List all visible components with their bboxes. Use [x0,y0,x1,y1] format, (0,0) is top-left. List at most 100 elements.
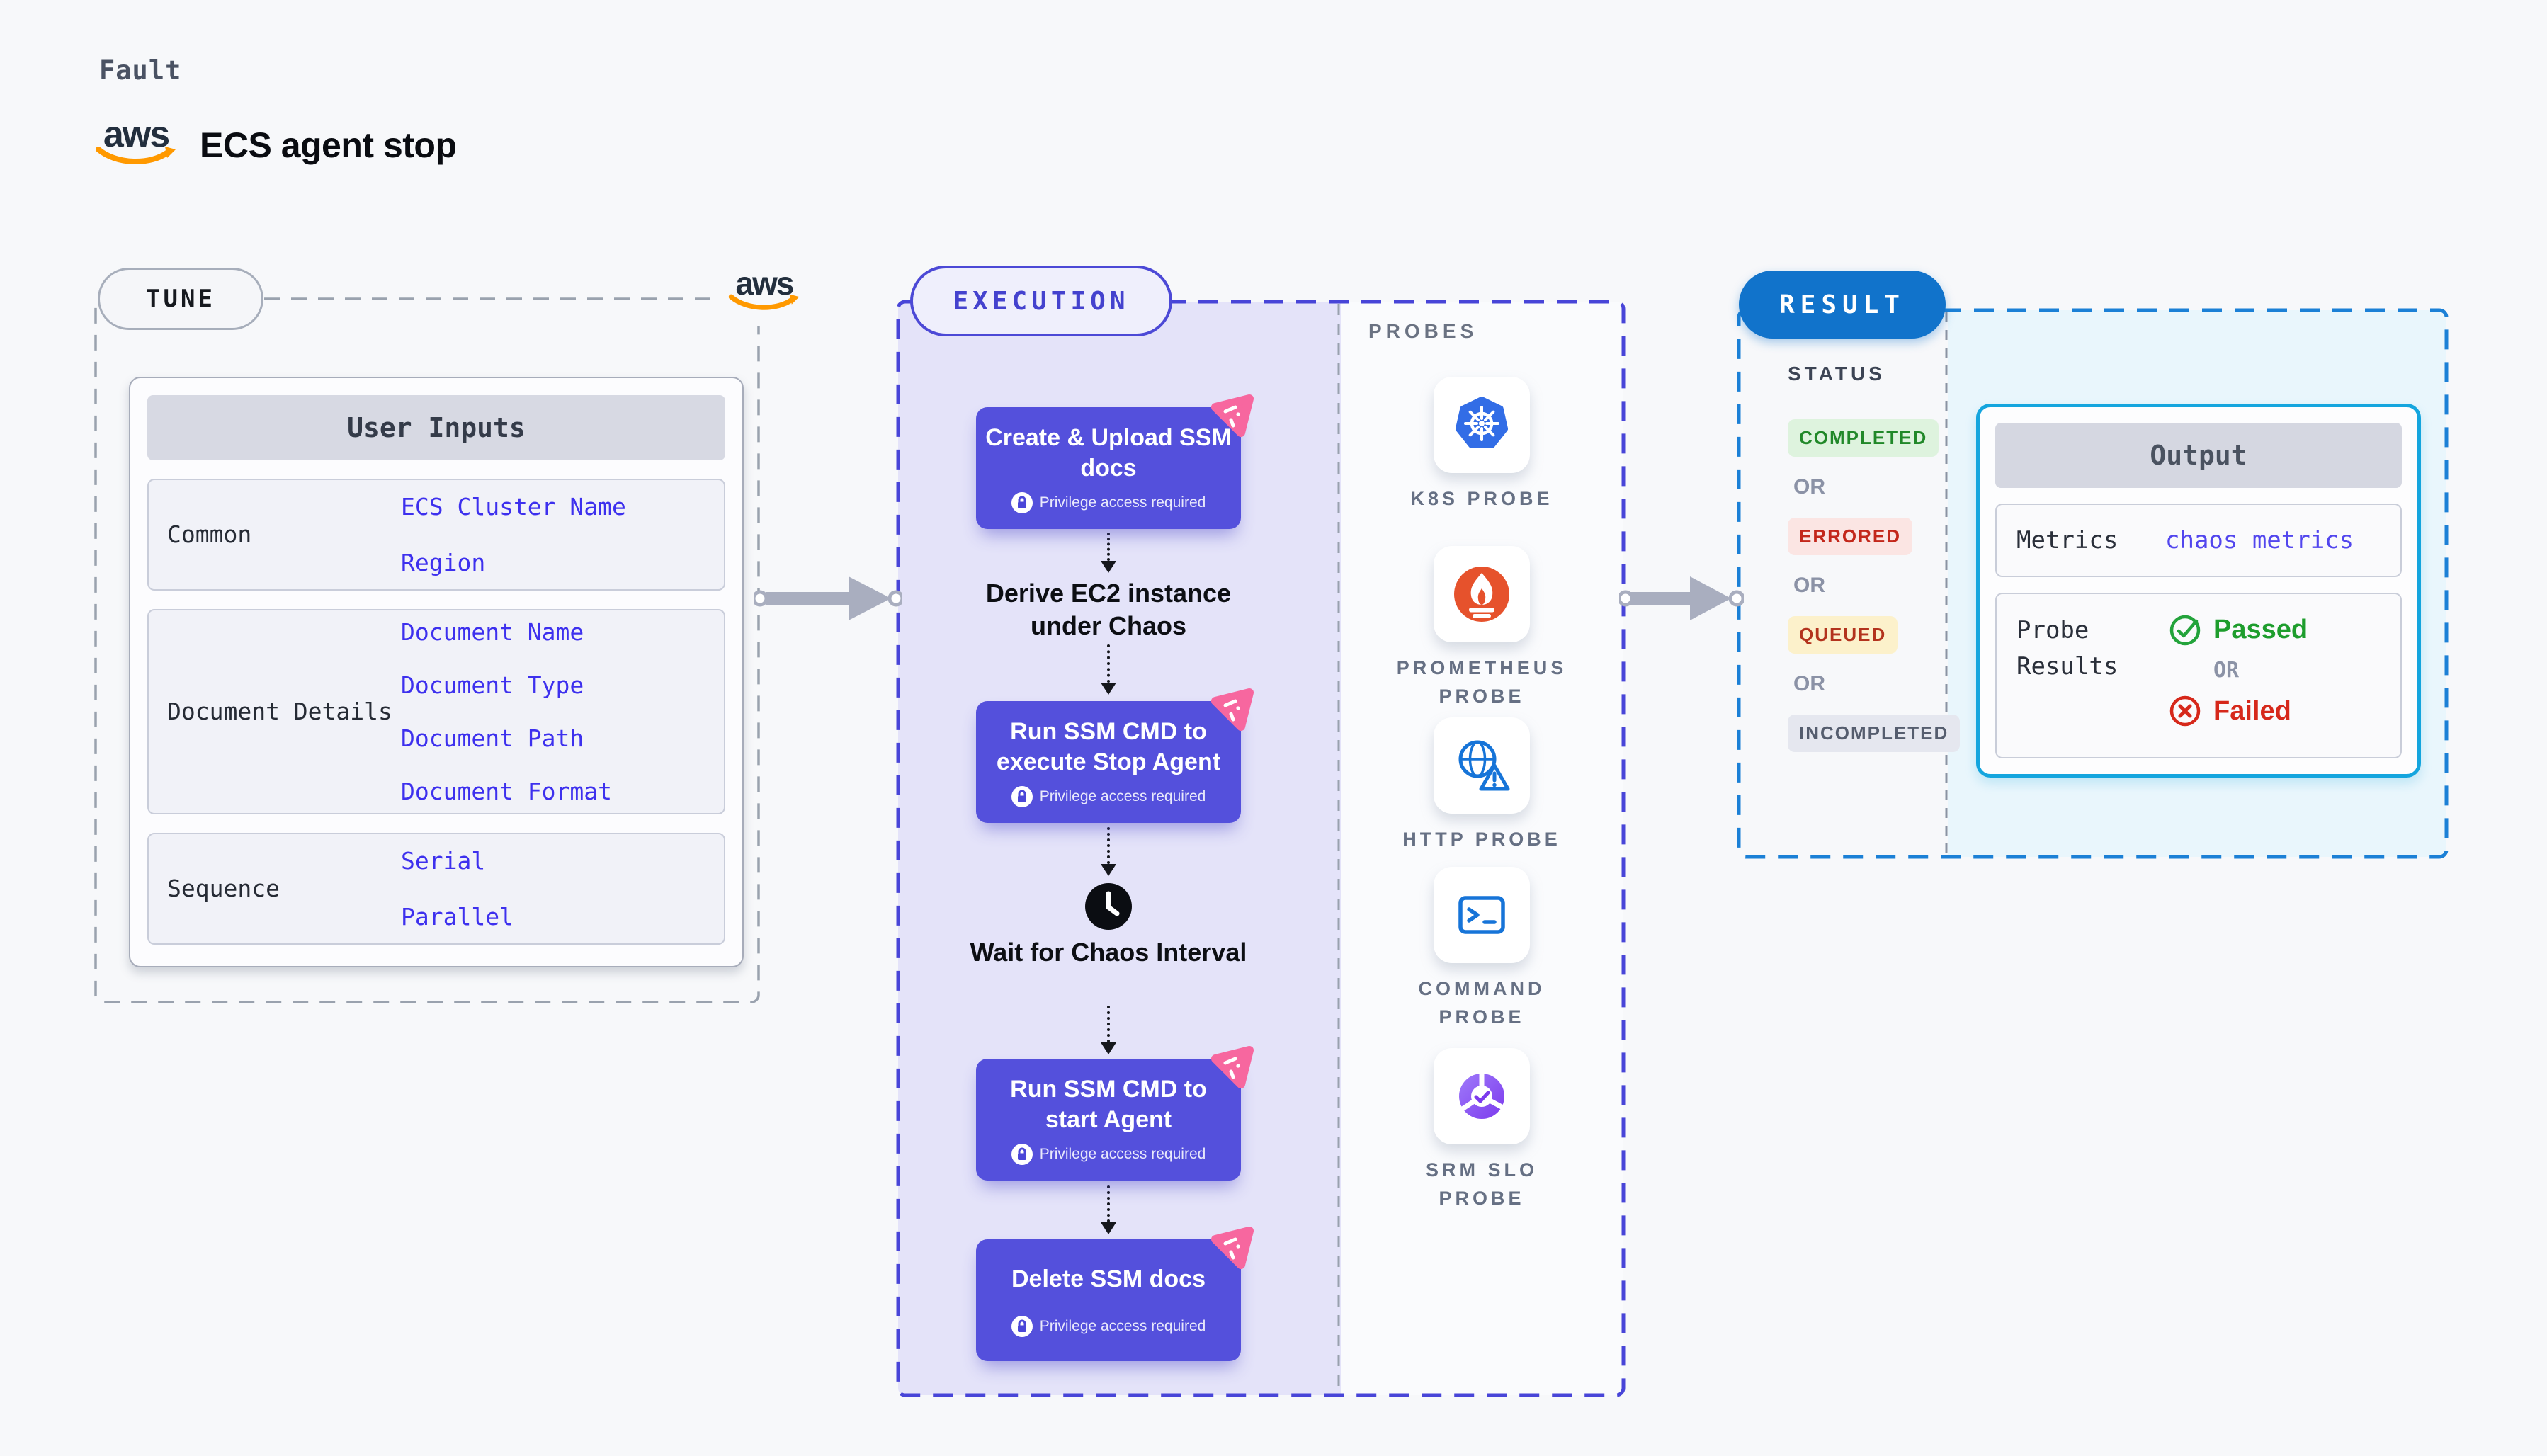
input-link-document-type[interactable]: Document Type [401,671,584,699]
privilege-badge: Privilege access required [1011,492,1206,513]
output-card: Output Metrics chaos metrics Probe Resul… [1976,404,2421,778]
http-globe-alert-icon [1458,740,1510,791]
verdict-passed: Passed [2168,613,2308,647]
flow-connector [1099,533,1118,573]
result-pill-label: RESULT [1779,290,1906,319]
litmus-ribbon-icon [1211,1046,1254,1088]
lock-icon [1011,1315,1033,1337]
user-inputs-row-document-details: Document Details Document Name Document … [147,609,725,814]
check-circle-icon [2169,615,2201,646]
srm-slo-icon [1459,1072,1504,1119]
probe-label: SRM SLO PROBE [1425,1159,1538,1209]
or-separator: OR [1793,672,1825,695]
clock-icon [1085,883,1132,933]
lock-icon [1011,492,1033,513]
aws-smile-icon [96,147,176,165]
probe-label: COMMAND PROBE [1418,978,1545,1028]
fault-eyebrow: Fault [99,55,182,86]
flow-connector [1099,827,1118,876]
execution-panel [896,300,1626,1397]
row-label: Common [167,521,252,549]
execution-to-result-arrow [1619,576,1744,620]
status-column: STATUS COMPLETED OR ERRORED OR QUEUED OR… [1788,363,1961,752]
probe-srm-slo: SRM SLO PROBE [1390,1048,1574,1212]
or-separator: OR [1793,475,1825,499]
step-title: Run SSM CMD to execute Stop Agent [996,718,1221,775]
status-badge-completed: COMPLETED [1788,419,1939,457]
output-header: Output [1995,423,2402,488]
metrics-row: Metrics chaos metrics [1995,504,2402,577]
status-badge-errored: ERRORED [1788,518,1913,555]
input-link-document-path[interactable]: Document Path [401,724,584,752]
status-title: STATUS [1788,363,1885,385]
step-title: Run SSM CMD to start Agent [1010,1076,1207,1133]
probes-column-label: PROBES [1368,320,1478,342]
privilege-badge-label: Privilege access required [1039,494,1206,511]
tune-pill-label: TUNE [146,285,215,313]
probe-label: K8S PROBE [1410,488,1553,509]
step-run-ssm-cmd-start-agent: Run SSM CMD to start Agent Privilege acc… [976,1046,1254,1181]
probe-label: PROMETHEUS PROBE [1396,657,1567,707]
privilege-badge: Privilege access required [1011,1144,1206,1165]
input-link-parallel[interactable]: Parallel [401,903,514,931]
probe-card [1434,1048,1530,1144]
execution-pill-label: EXECUTION [953,286,1130,316]
flow-connector [1099,1185,1118,1234]
privilege-badge: Privilege access required [1011,1315,1206,1337]
row-label: Document Details [167,698,392,726]
prometheus-icon [1454,567,1509,622]
input-link-document-format[interactable]: Document Format [401,778,613,805]
metrics-label: Metrics [2016,526,2118,554]
aws-wordmark: aws [735,264,795,302]
privilege-badge-label: Privilege access required [1039,788,1206,804]
kubernetes-icon [1455,397,1509,448]
probe-prometheus: PROMETHEUS PROBE [1390,546,1574,710]
user-inputs-card: User Inputs Common ECS Cluster Name Regi… [129,377,744,967]
step-title: Create & Upload SSM docs [985,424,1232,482]
flow-connector [1099,1006,1118,1054]
user-inputs-row-sequence: Sequence Serial Parallel [147,833,725,945]
execution-pill: EXECUTION [910,266,1172,336]
probe-card [1434,377,1530,473]
step-derive-ec2-instance: Derive EC2 instance under Chaos [985,579,1232,640]
lock-icon [1011,1144,1033,1165]
probe-k8s: K8S PROBE [1390,377,1574,513]
input-link-region[interactable]: Region [401,549,486,576]
user-inputs-header: User Inputs [147,395,725,460]
probe-card [1434,546,1530,642]
probe-command: COMMAND PROBE [1390,867,1574,1031]
chaos-metrics-link[interactable]: chaos metrics [2165,526,2354,554]
probe-card [1434,717,1530,814]
step-delete-ssm-docs: Delete SSM docs Privilege access require… [976,1227,1254,1361]
probe-results-row: Probe Results Passed OR Faile [1995,593,2402,758]
page-title: ECS agent stop [200,125,457,165]
tune-aws-logo: aws [720,254,809,326]
input-link-ecs-cluster-name[interactable]: ECS Cluster Name [401,493,626,521]
probe-http: HTTP PROBE [1390,717,1574,853]
status-badge-incompleted: INCOMPLETED [1788,715,1961,752]
step-wait-for-chaos-interval: Wait for Chaos Interval [970,938,1247,967]
step-title: Delete SSM docs [1011,1265,1206,1292]
privilege-badge-label: Privilege access required [1039,1317,1206,1334]
tune-to-execution-arrow [754,576,902,620]
aws-logo: aws [94,116,178,167]
probe-results-label: Probe Results [2016,616,2118,681]
lock-icon [1011,786,1033,807]
privilege-badge: Privilege access required [1011,786,1206,807]
passed-label: Passed [2213,614,2308,644]
privilege-badge-label: Privilege access required [1039,1146,1206,1162]
litmus-ribbon-icon [1211,394,1254,437]
litmus-ribbon-icon [1211,688,1254,731]
x-circle-icon [2169,695,2201,727]
or-separator: OR [2213,658,2240,683]
status-badge-queued: QUEUED [1788,616,1898,654]
input-link-document-name[interactable]: Document Name [401,618,584,646]
or-separator: OR [1793,574,1825,597]
input-link-serial[interactable]: Serial [401,847,486,875]
step-create-upload-ssm-docs: Create & Upload SSM docs Privilege acces… [976,394,1254,529]
litmus-ribbon-icon [1211,1227,1254,1269]
command-terminal-icon [1458,896,1505,934]
result-pill: RESULT [1739,271,1946,339]
failed-label: Failed [2213,695,2291,726]
